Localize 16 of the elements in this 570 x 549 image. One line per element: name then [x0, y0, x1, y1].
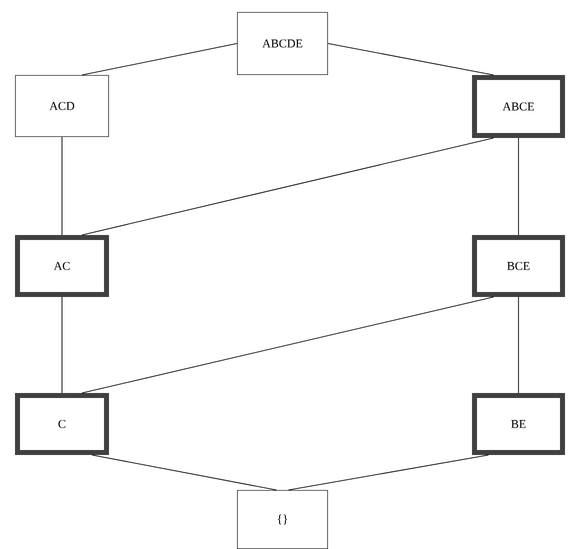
- lattice-box: {}: [237, 490, 328, 549]
- lattice-box: C: [15, 393, 109, 455]
- lattice-box: ABCDE: [237, 12, 328, 75]
- connector-line: [82, 43, 238, 76]
- connector-line: [92, 454, 277, 490]
- lattice-box: BE: [472, 393, 565, 455]
- connector-line: [518, 296, 519, 394]
- connector-line: [288, 454, 489, 490]
- connector-line: [518, 138, 519, 236]
- lattice-box: ACD: [15, 75, 109, 137]
- lattice-box: BCE: [472, 235, 565, 297]
- connector-line: [328, 43, 494, 76]
- connector-line: [82, 296, 494, 394]
- lattice-box: AC: [15, 235, 109, 297]
- lattice-box: ABCE: [472, 75, 565, 138]
- connector-line: [82, 138, 494, 236]
